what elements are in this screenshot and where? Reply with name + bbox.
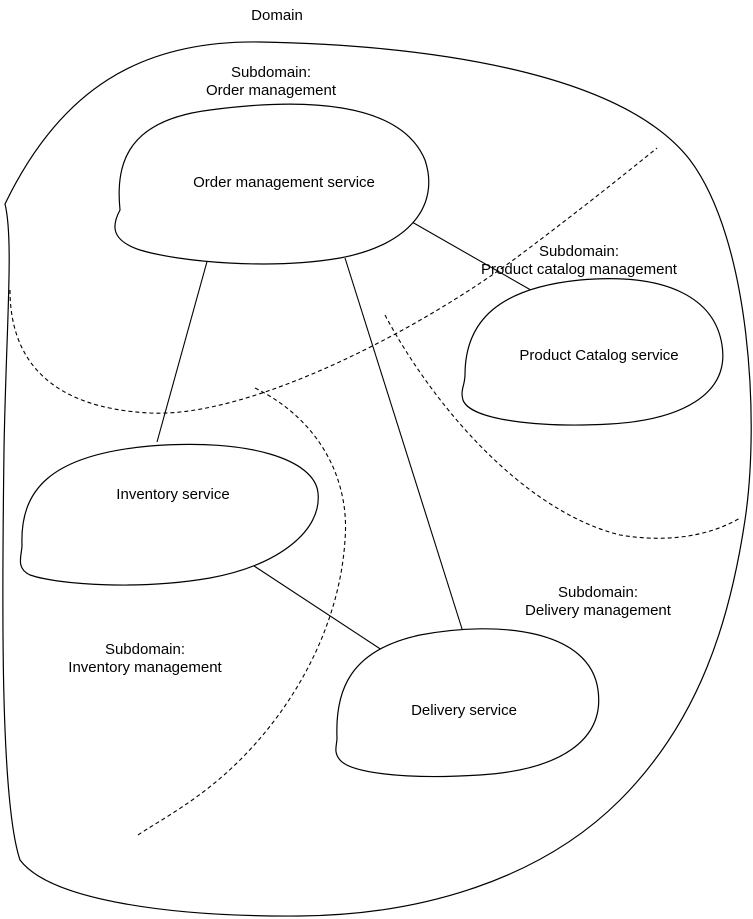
domain-boundary [2, 41, 752, 917]
catalog-delivery-divider [384, 314, 741, 539]
link-order-inventory [156, 257, 209, 443]
delivery-service-label: Delivery service [411, 702, 517, 719]
subdomain-delivery-label: Subdomain: Delivery management [525, 584, 671, 620]
subdomain-catalog-label: Subdomain: Product catalog management [481, 243, 677, 279]
order-service-label: Order management service [193, 174, 375, 191]
inventory-service-blob[interactable] [19, 443, 319, 586]
catalog-service-blob[interactable] [461, 278, 724, 426]
subdomain-order-line1: Subdomain: [230, 64, 312, 81]
link-inventory-delivery [244, 559, 389, 655]
subdomain-inventory-line2: Inventory management [68, 659, 222, 676]
link-order-delivery [344, 257, 464, 633]
subdomain-catalog-line1: Subdomain: [538, 243, 620, 260]
catalog-service-label: Product Catalog service [519, 347, 679, 364]
subdomain-delivery-line2: Delivery management [525, 602, 671, 619]
subdomain-catalog-line2: Product catalog management [481, 261, 677, 278]
link-order-catalog [404, 217, 537, 294]
delivery-service-blob[interactable] [335, 628, 600, 778]
order-subdomain-divider [9, 147, 658, 414]
order-service-blob[interactable] [114, 103, 430, 265]
subdomain-inventory-line1: Subdomain: [104, 641, 186, 658]
subdomain-order-line2: Order management [205, 82, 337, 99]
inventory-service-label: Inventory service [116, 486, 230, 503]
subdomain-order-label: Subdomain: Order management [206, 64, 336, 100]
subdomain-delivery-line1: Subdomain: [557, 584, 639, 601]
inventory-delivery-divider [137, 387, 347, 836]
domain-title: Domain [251, 7, 303, 24]
subdomain-inventory-label: Subdomain: Inventory management [68, 641, 221, 677]
